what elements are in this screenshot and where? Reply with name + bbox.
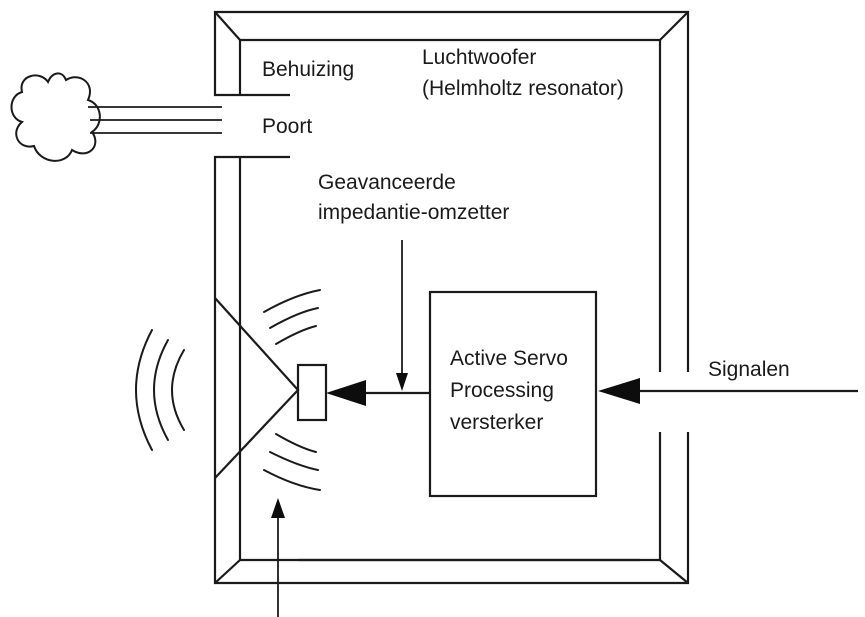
amp-to-driver-arrowhead xyxy=(326,380,366,406)
outer-sound-waves xyxy=(135,329,185,451)
amplifier-label-line3: versterker xyxy=(450,411,544,434)
converter-label-line2: impedantie-omzetter xyxy=(318,201,510,224)
speaker-cone xyxy=(214,297,300,479)
bottom-pointer-arrowhead xyxy=(271,498,285,518)
converter-pointer-arrowhead xyxy=(396,373,408,391)
enclosure-outer-wall xyxy=(213,10,690,585)
woofer-label-line2: (Helmholtz resonator) xyxy=(422,77,624,100)
signals-label: Signalen xyxy=(708,358,790,381)
inner-sound-waves-lower xyxy=(263,433,321,491)
enclosure-inner-wall xyxy=(214,11,689,584)
signal-input-arrowhead xyxy=(598,378,640,404)
amplifier-label-line1: Active Servo xyxy=(450,347,568,370)
enclosure-label: Behuizing xyxy=(262,58,355,81)
port-label: Poort xyxy=(262,115,313,138)
driver-coil xyxy=(296,363,328,422)
air-puff-cloud-icon xyxy=(10,72,101,162)
airflow-lines xyxy=(88,106,222,134)
amplifier-label-line2: Processing xyxy=(450,379,554,402)
converter-label-line1: Geavanceerde xyxy=(318,171,456,194)
inner-sound-waves-upper xyxy=(263,289,321,345)
woofer-label-line1: Luchtwoofer xyxy=(422,46,537,69)
signal-entry-gap xyxy=(655,372,693,432)
